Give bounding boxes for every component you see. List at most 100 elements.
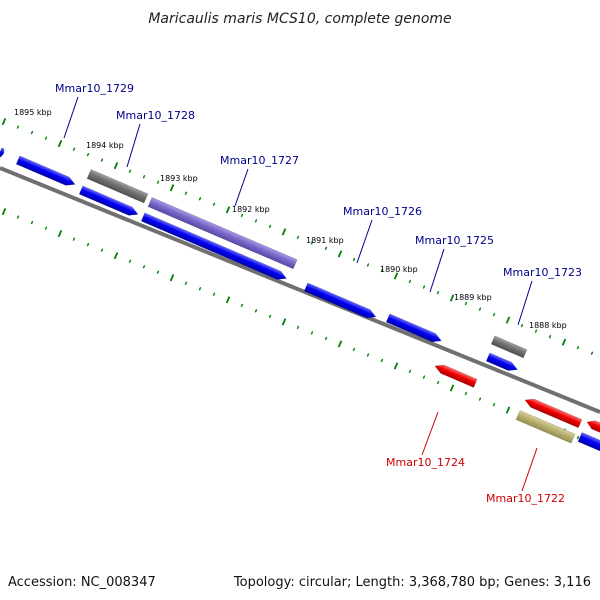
tick-mark [57, 230, 63, 238]
tick-mark [380, 268, 384, 273]
tick-mark [169, 274, 175, 282]
tick-mark [268, 224, 272, 229]
tick-mark [225, 206, 231, 214]
gene-label[interactable]: Mmar10_1726 [343, 205, 422, 218]
gene-arrow[interactable] [147, 197, 298, 270]
topology-text: Topology: circular; Length: 3,368,780 bp… [233, 575, 591, 590]
tick-mark [436, 290, 440, 295]
tick-mark [254, 309, 258, 313]
tick-mark [576, 345, 580, 350]
kbp-label: 1888 kbp [529, 321, 567, 330]
tick-mark [408, 279, 412, 284]
gene-features [0, 147, 600, 452]
tick-mark [1, 118, 7, 126]
tick-mark [281, 228, 287, 236]
tick-mark [478, 307, 482, 311]
gene-label[interactable]: Mmar10_1722 [486, 492, 565, 505]
tick-mark [324, 246, 328, 251]
gene-arrow[interactable] [515, 410, 576, 444]
gene-arrow[interactable] [433, 362, 478, 388]
tick-mark [128, 169, 132, 173]
gene-arrow[interactable] [585, 418, 600, 435]
gene-arrow[interactable] [78, 185, 140, 219]
tick-mark [520, 323, 524, 328]
tick-mark [310, 331, 314, 335]
tick-mark [561, 338, 567, 346]
tick-mark [44, 136, 48, 140]
label-leader-line [126, 123, 141, 168]
tick-mark [100, 248, 104, 252]
gene-arrow[interactable] [490, 335, 528, 359]
accession-text: Accession: NC_008347 [8, 575, 156, 590]
map-title: Maricaulis maris MCS10, complete genome [148, 11, 451, 27]
tick-mark [30, 130, 34, 135]
tick-mark [57, 140, 63, 148]
label-leader-line [63, 96, 79, 139]
gene-arrow[interactable] [523, 396, 583, 429]
tick-mark [492, 402, 496, 407]
tick-mark [436, 380, 440, 385]
tick-mark [198, 197, 202, 201]
gene-label[interactable]: Mmar10_1724 [386, 456, 465, 469]
gene-arrow[interactable] [15, 155, 77, 189]
label-leader-line [356, 219, 373, 264]
gene-arrow[interactable] [577, 432, 600, 452]
gene-label[interactable]: Mmar10_1725 [415, 234, 494, 247]
gene-arrow[interactable] [485, 352, 519, 374]
tick-mark [156, 270, 160, 274]
tick-mark [505, 406, 511, 414]
gene-label[interactable]: Mmar10_1729 [55, 82, 134, 95]
gene-label[interactable]: Mmar10_1723 [503, 266, 582, 279]
tick-mark [240, 213, 244, 218]
kbp-label: 1895 kbp [14, 108, 52, 117]
tick-mark [142, 264, 146, 269]
tick-mark [1, 208, 7, 216]
tick-mark [296, 325, 300, 330]
tick-mark [352, 347, 356, 352]
gene-arrow[interactable] [385, 313, 443, 345]
gene-label[interactable]: Mmar10_1728 [116, 109, 195, 122]
tick-mark [310, 241, 314, 245]
gene-arrow[interactable] [86, 169, 149, 204]
tick-mark [16, 125, 20, 129]
tick-mark [352, 257, 356, 262]
tick-mark [16, 215, 20, 219]
kbp-label: 1891 kbp [306, 236, 344, 245]
gene-arrow[interactable] [0, 147, 5, 158]
tick-mark [408, 369, 412, 374]
label-leader-line [234, 168, 249, 207]
tick-mark [100, 158, 104, 162]
tick-mark [464, 391, 468, 396]
tick-mark [478, 397, 482, 401]
gene-label[interactable]: Mmar10_1727 [220, 154, 299, 167]
tick-mark [337, 250, 343, 258]
tick-mark [268, 314, 272, 319]
gene-arrow[interactable] [140, 212, 288, 283]
tick-mark [212, 202, 216, 207]
kbp-label: 1890 kbp [380, 265, 418, 274]
tick-mark [254, 219, 258, 223]
tick-mark [590, 351, 594, 355]
tick-mark [464, 301, 468, 306]
tick-mark [169, 184, 175, 192]
tick-mark [142, 174, 146, 179]
tick-mark [198, 287, 202, 291]
tick-mark [113, 162, 119, 170]
tick-mark [281, 318, 287, 326]
label-leader-line [429, 248, 445, 293]
tick-mark [184, 281, 188, 286]
tick-mark [449, 384, 455, 392]
tick-mark [128, 259, 132, 263]
gene-arrow[interactable] [303, 282, 377, 321]
tick-mark [86, 242, 90, 247]
label-leader-line [521, 447, 538, 492]
label-leader-line [421, 411, 439, 456]
tick-mark [113, 252, 119, 260]
tick-mark [30, 220, 34, 225]
tick-mark [576, 435, 580, 440]
tick-mark [212, 292, 216, 297]
tick-mark [240, 303, 244, 308]
genome-backbone [0, 166, 600, 414]
